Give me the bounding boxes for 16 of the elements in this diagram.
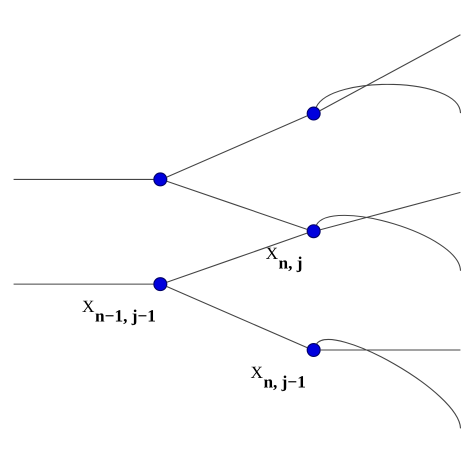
- connector: [14, 284, 154, 285]
- node-circle: [153, 172, 168, 186]
- node-circle: [306, 343, 321, 358]
- connector: [166, 286, 308, 348]
- connector: [316, 214, 462, 271]
- connector: [316, 84, 462, 114]
- node-circle: [306, 224, 321, 238]
- connector: [166, 180, 308, 230]
- connector: [14, 178, 154, 180]
- connector: [320, 349, 460, 351]
- node-circle: [153, 277, 168, 292]
- connector: [316, 339, 462, 429]
- connector: [320, 192, 461, 230]
- connector: [319, 34, 461, 112]
- node-circle: [306, 106, 321, 121]
- connector: [166, 115, 308, 178]
